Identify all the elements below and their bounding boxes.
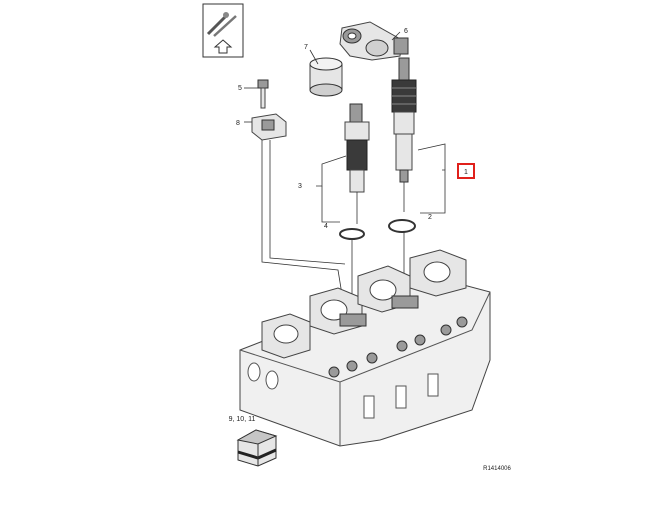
callout-6[interactable]: 6 (404, 28, 408, 35)
o-ring-right (388, 219, 416, 233)
o-ring-left (339, 228, 365, 240)
injector-right (391, 57, 417, 212)
rocker-arm (339, 21, 409, 61)
bearing-saddle (409, 249, 467, 297)
callout-4[interactable]: 4 (324, 223, 328, 230)
repair-kit-box (236, 429, 278, 467)
callout-7[interactable]: 7 (304, 44, 308, 51)
callout-1[interactable]: 1 (464, 169, 468, 176)
bearing-saddle (261, 313, 311, 359)
clamp (251, 113, 287, 141)
bushing (309, 57, 343, 97)
injector-left (344, 103, 370, 224)
callout-8[interactable]: 8 (236, 120, 240, 127)
view-direction-icon[interactable] (202, 3, 244, 58)
tools-icon (206, 12, 237, 37)
callout-9-10-11[interactable]: 9, 10, 11 (229, 416, 256, 423)
callout-1-highlight[interactable]: 1 (457, 163, 475, 179)
screw (257, 79, 269, 109)
cylinder-head (239, 275, 491, 447)
bearing-saddle (309, 287, 363, 335)
up-arrow-icon (213, 39, 233, 54)
callout-2[interactable]: 2 (428, 214, 432, 221)
callout-5[interactable]: 5 (238, 85, 242, 92)
bearing-saddles (261, 249, 467, 359)
callout-3[interactable]: 3 (298, 183, 302, 190)
reference-code: R1414006 (483, 466, 511, 472)
